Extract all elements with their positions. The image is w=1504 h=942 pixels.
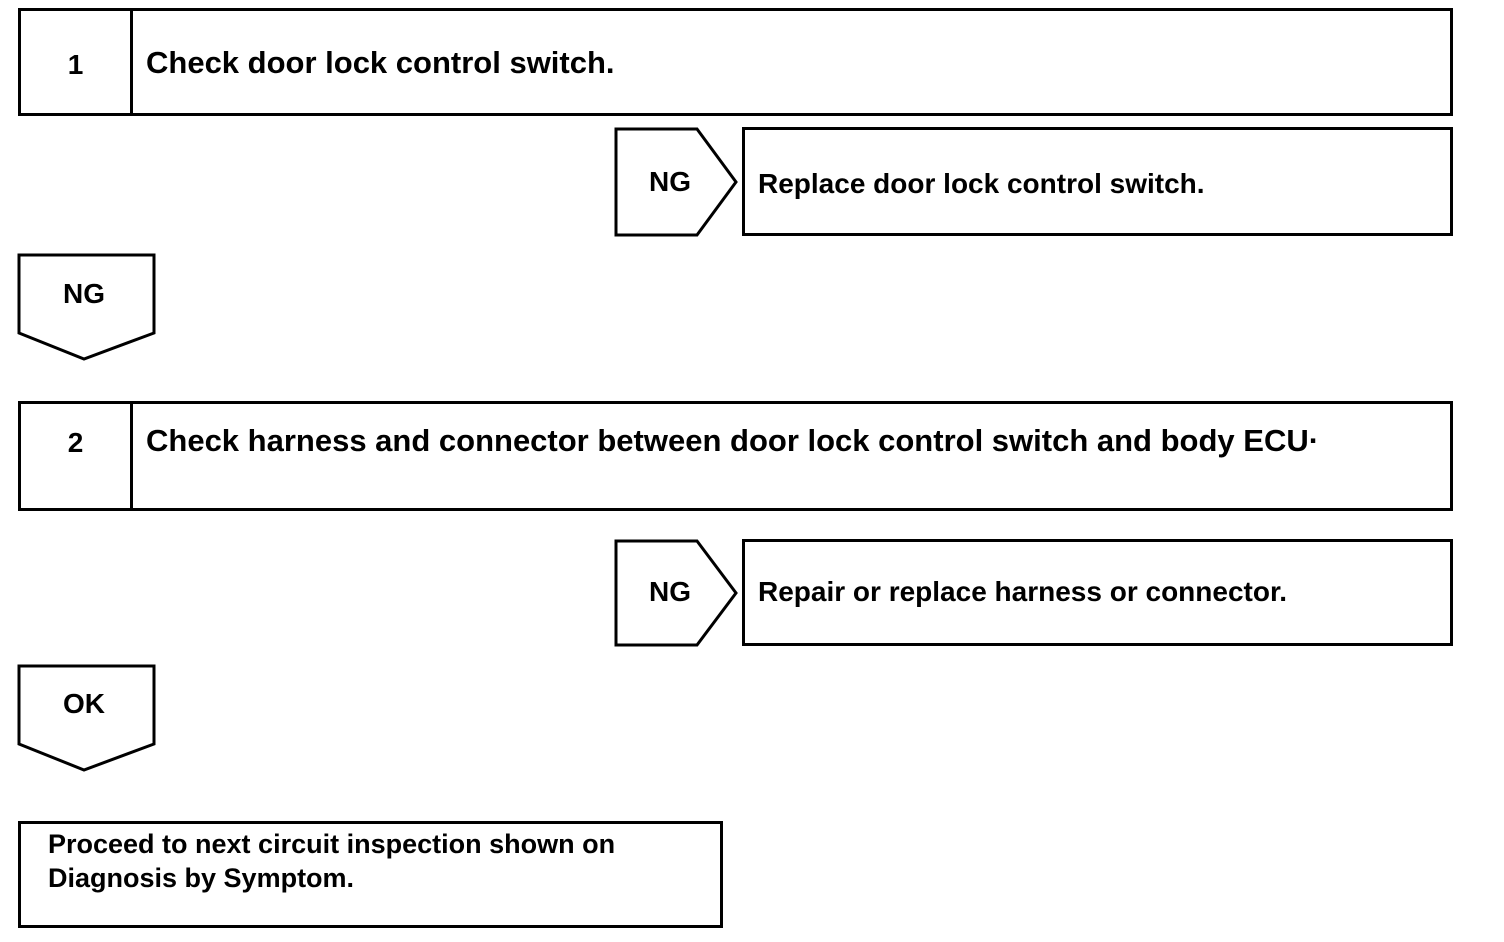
step-2-text: Check harness and connector between door…: [146, 423, 1320, 458]
ng-down-arrow: [17, 253, 156, 361]
repair-harness-text: Repair or replace harness or connector.: [758, 576, 1288, 607]
ok-down-arrow: [17, 664, 156, 772]
ng-down-arrow-label: NG: [63, 278, 105, 309]
ok-down-arrow-label: OK: [63, 688, 105, 719]
ng-right-arrow-2-label: NG: [649, 576, 691, 607]
ng-right-arrow-1: [614, 127, 738, 237]
step-1-box: 1 Check door lock control switch.: [18, 8, 1453, 116]
final-instruction-line-1: Proceed to next circuit inspection shown…: [48, 829, 616, 859]
step-2-box: 2 Check harness and connector between do…: [18, 401, 1453, 511]
step-1-number: 1: [21, 11, 133, 113]
repair-harness-box: Repair or replace harness or connector.: [742, 539, 1453, 646]
step-1-text: Check door lock control switch.: [146, 45, 615, 80]
final-instruction-line-2: Diagnosis by Symptom.: [48, 863, 355, 893]
replace-switch-box: Replace door lock control switch.: [742, 127, 1453, 236]
step-2-number: 2: [21, 404, 133, 508]
final-instruction-text: Proceed to next circuit inspection shown…: [21, 824, 720, 895]
replace-switch-text: Replace door lock control switch.: [758, 168, 1205, 199]
final-instruction-box: Proceed to next circuit inspection shown…: [18, 821, 723, 928]
ng-right-arrow-1-label: NG: [649, 166, 691, 197]
ng-right-arrow-2: [614, 539, 738, 647]
